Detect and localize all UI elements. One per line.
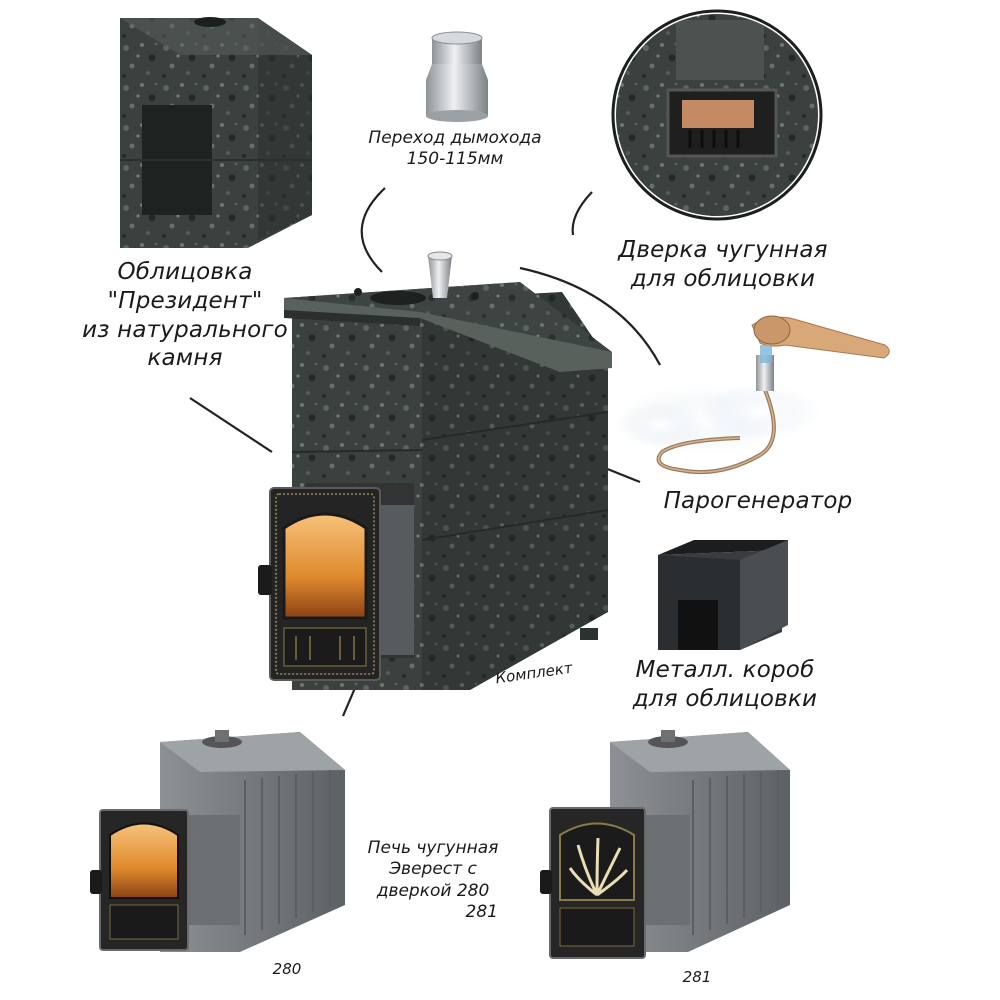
stove-label-line2: Эверест с xyxy=(389,859,477,880)
cladding-label-line3: из натурального xyxy=(82,316,288,343)
cladding-label-line2: "Президент" xyxy=(107,287,263,314)
cast-iron-stove-281 xyxy=(540,730,790,959)
callout-lines xyxy=(189,187,661,717)
metal-box xyxy=(658,540,788,650)
stone-cladding-shell xyxy=(120,17,312,248)
stove-label-line3: дверкой 280 xyxy=(376,880,490,901)
metal-box-label: Металл. короб для облицовки xyxy=(610,656,840,714)
stove-label-line1: Печь чугунная xyxy=(367,838,499,858)
steam-generator-label: Парогенератор xyxy=(663,488,853,514)
stove-kit xyxy=(258,251,612,690)
chimney-adapter-label: Переход дымохода 150-115мм xyxy=(360,128,550,171)
stove-label: Печь чугунная Эверест с дверкой 280 281 xyxy=(348,838,518,923)
cladding-label-line1: Облицовка xyxy=(117,259,253,285)
box-label-line1: Металл. короб xyxy=(635,657,815,683)
door-label-line1: Дверка чугунная xyxy=(618,237,828,263)
box-label-line2: для облицовки xyxy=(632,685,818,712)
steam-generator xyxy=(615,315,890,475)
model-280-label: 280 xyxy=(272,960,302,978)
chimney-label-line1: Переход дымохода xyxy=(368,128,542,148)
cast-iron-door xyxy=(611,9,823,221)
cladding-label-line4: камня xyxy=(147,345,223,372)
cast-iron-stove-280 xyxy=(90,730,345,952)
chimney-label-line2: 150-115мм xyxy=(406,149,504,170)
model-281-label: 281 xyxy=(682,968,712,986)
door-label-line2: для облицовки xyxy=(630,265,816,292)
door-label: Дверка чугунная для облицовки xyxy=(598,236,848,294)
cladding-label: Облицовка "Президент" из натурального ка… xyxy=(70,258,300,373)
chimney-adapter xyxy=(426,31,488,122)
stove-label-line4: 281 xyxy=(465,901,498,922)
